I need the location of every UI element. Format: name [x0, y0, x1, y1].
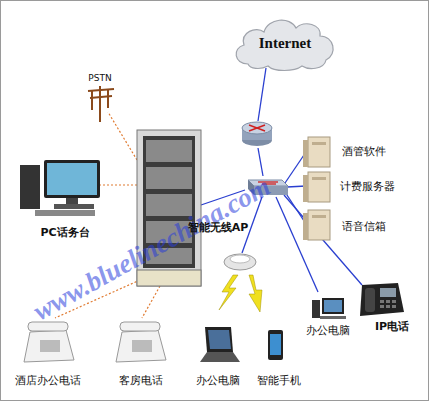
node-text: 智能无线AP: [188, 220, 249, 235]
device-label: 智能手机: [257, 373, 301, 388]
device-label: 办公电脑: [196, 373, 240, 388]
node-text: PSTN: [88, 73, 111, 83]
node-text: 智能手机: [257, 373, 301, 388]
server-label: 计费服务器: [340, 179, 395, 194]
node-text: PC话务台: [40, 225, 89, 240]
node-text: 客房电话: [119, 373, 163, 388]
node-text: 酒管软件: [342, 144, 386, 159]
device-label: 智能无线AP: [188, 220, 249, 235]
pstn-label: PSTN: [88, 73, 111, 83]
node-text: 酒店办公电话: [15, 373, 81, 388]
node-text: 语音信箱: [342, 219, 386, 234]
internet-cloud: Internet: [230, 14, 340, 72]
node-text: 办公电脑: [196, 373, 240, 388]
server-label: 语音信箱: [342, 219, 386, 234]
device-label: 客房电话: [119, 373, 163, 388]
node-text: 计费服务器: [340, 179, 395, 194]
device-label: 酒店办公电话: [15, 373, 81, 388]
node-text: IP电话: [375, 319, 409, 334]
server-label: 酒管软件: [342, 144, 386, 159]
device-label: 办公电脑: [306, 323, 350, 338]
node-text: 办公电脑: [306, 323, 350, 338]
device-label: PC话务台: [40, 225, 89, 240]
device-label: IP电话: [375, 319, 409, 334]
node-text: Internet: [259, 35, 312, 52]
